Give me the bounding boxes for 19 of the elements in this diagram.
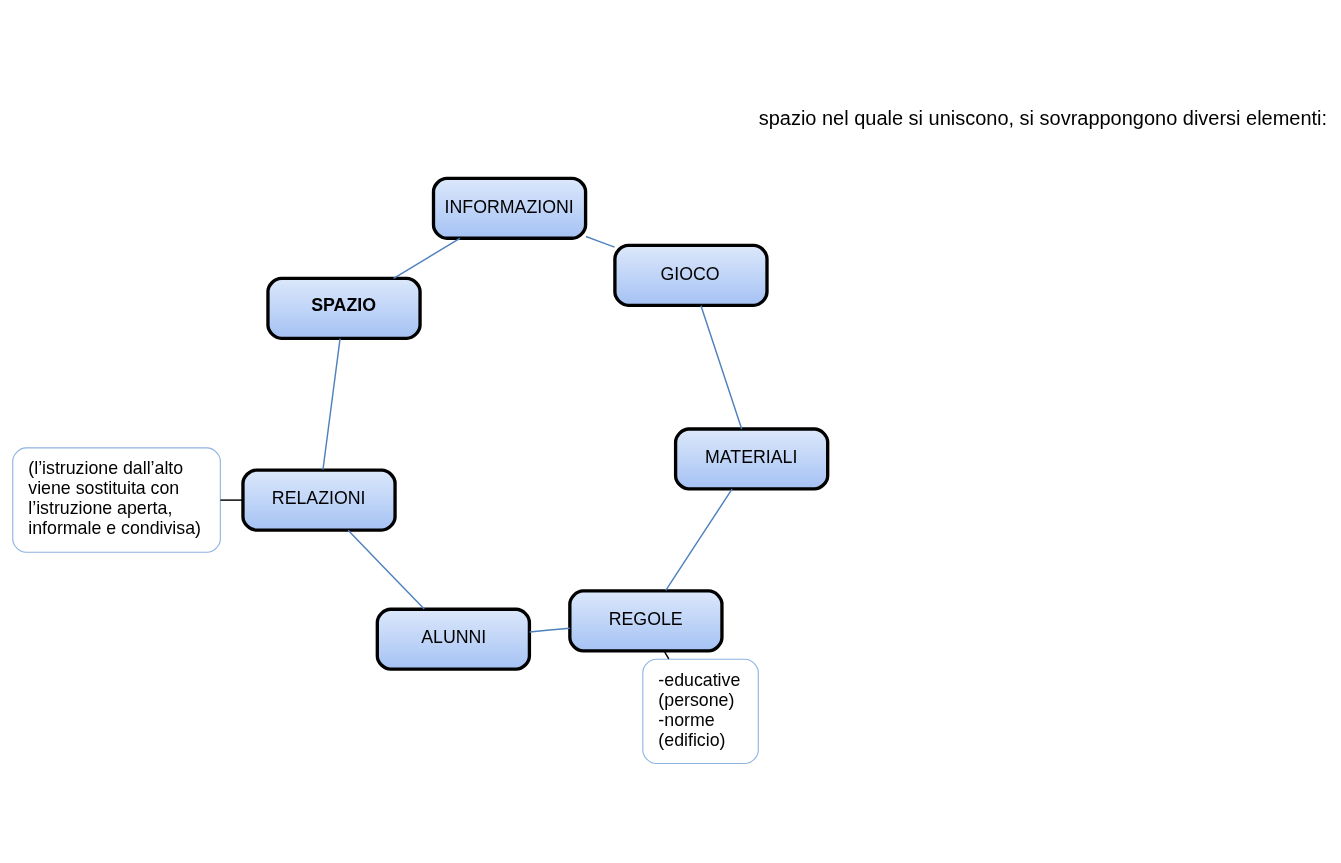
connector [347, 529, 425, 610]
node-box: INFORMAZIONI [431, 176, 588, 240]
node-box: ALUNNI [375, 607, 532, 671]
node-box: RELAZIONI [241, 467, 397, 532]
connector [585, 235, 616, 248]
node-box: MATERIALI [673, 426, 830, 491]
node-box: (l’istruzione dall’alto viene sostituita con l’istruzione aperta, informale e condivisa) [12, 446, 221, 553]
connector [392, 237, 461, 279]
label: spazio nel quale si uniscono, si sovrappongono diversi elementi: [758, 106, 1328, 129]
node-box: REGOLE [568, 588, 724, 653]
connector [219, 498, 244, 501]
node-box: SPAZIO [266, 276, 422, 340]
connector [665, 487, 733, 591]
connector [700, 304, 743, 430]
connector [528, 626, 571, 633]
node-box: GIOCO [613, 243, 769, 307]
node-box: -educative (persone) -norme (edificio) [642, 658, 759, 764]
connector [663, 649, 670, 659]
connector [322, 337, 341, 470]
